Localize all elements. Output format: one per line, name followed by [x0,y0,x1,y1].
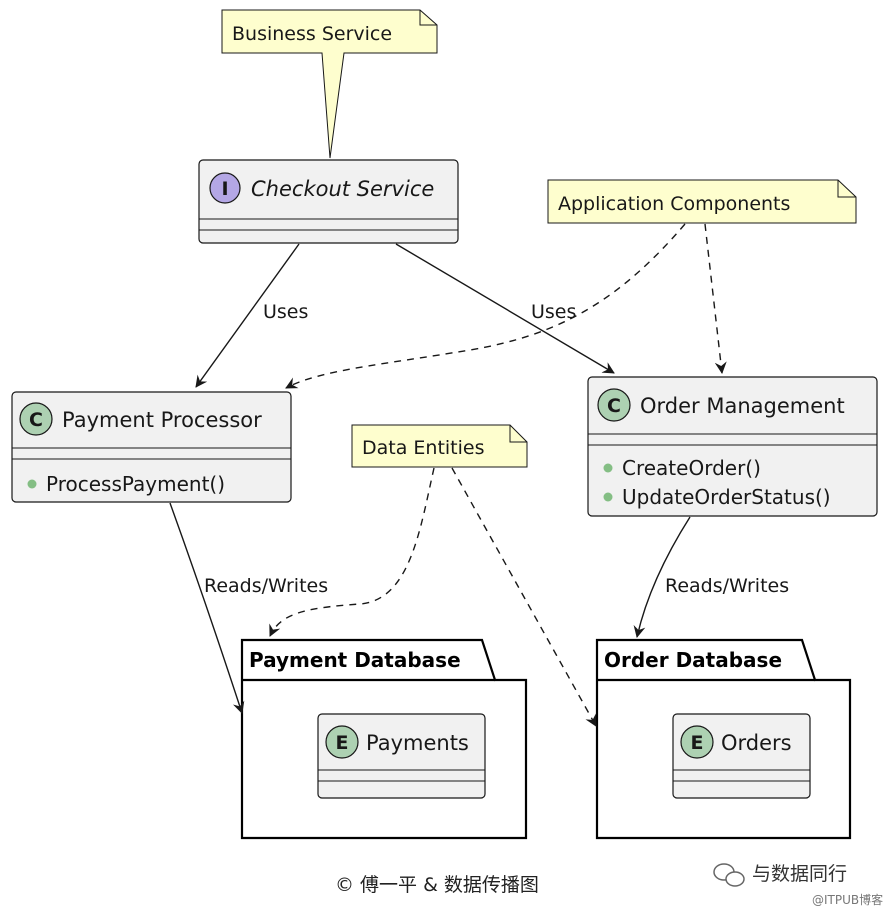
public-method-icon [603,463,613,473]
package-name: Order Database [604,648,782,672]
wechat-icon [713,863,745,887]
note-business-service: Business Service [221,9,438,159]
entity-stereotype-letter: E [336,732,349,754]
class-payment-processor: C Payment Processor ProcessPayment() [11,391,292,503]
note-business-service-text: Business Service [232,23,392,45]
class-stereotype-icon [597,388,631,422]
note-data-entities: Data Entities [351,424,528,468]
method-create-order: CreateOrder() [622,456,761,480]
package-order-database: Order Database E Orders [595,638,852,840]
entity-name: Orders [721,731,792,755]
class-name: Order Management [640,394,845,418]
note-link-order-database [451,467,597,727]
method-process-payment: ProcessPayment() [46,472,225,496]
method-update-order-status: UpdateOrderStatus() [622,485,831,509]
note-link-order-management [704,223,727,374]
entity-stereotype-letter: E [691,732,704,754]
interface-stereotype-letter: I [221,178,228,200]
edge-label-reads-writes-payment: Reads/Writes [204,575,328,597]
wechat-account-name: 与数据同行 [752,863,847,885]
interface-stereotype-icon [209,172,241,204]
entity-payments: E Payments [317,713,486,799]
note-data-entities-text: Data Entities [362,437,485,459]
entity-name: Payments [366,731,469,755]
edge-uses-order [395,243,615,374]
entity-stereotype-icon [680,725,714,759]
edge-label-uses-order: Uses [531,301,576,323]
note-application-components-text: Application Components [558,193,790,215]
package-name: Payment Database [249,648,461,672]
entity-stereotype-icon [325,725,359,759]
class-stereotype-letter: C [29,409,43,431]
wechat-watermark: 与数据同行 @ITPUB博客 [713,863,883,907]
public-method-icon [27,479,37,489]
edge-reads-writes-order [633,516,691,638]
interface-checkout-service: I Checkout Service [198,159,459,244]
package-payment-database: Payment Database E Payments [240,638,528,840]
public-method-icon [603,492,613,502]
class-name: Payment Processor [62,408,262,432]
edge-uses-payment [195,243,300,388]
note-link-payment-database [269,467,435,637]
edge-label-reads-writes-order: Reads/Writes [665,575,789,597]
copyright-caption: © 傅一平 & 数据传播图 [335,874,539,896]
edge-label-uses-payment: Uses [263,301,308,323]
class-order-management: C Order Management CreateOrder() UpdateO… [587,376,878,517]
entity-orders: E Orders [672,713,811,799]
note-application-components: Application Components [547,179,857,224]
note-link-payment-processor [285,223,686,389]
class-stereotype-icon [19,402,53,436]
edge-reads-writes-payment [169,502,245,714]
itpub-watermark: @ITPUB博客 [812,892,883,907]
interface-name: Checkout Service [251,177,434,201]
class-stereotype-letter: C [607,395,621,417]
